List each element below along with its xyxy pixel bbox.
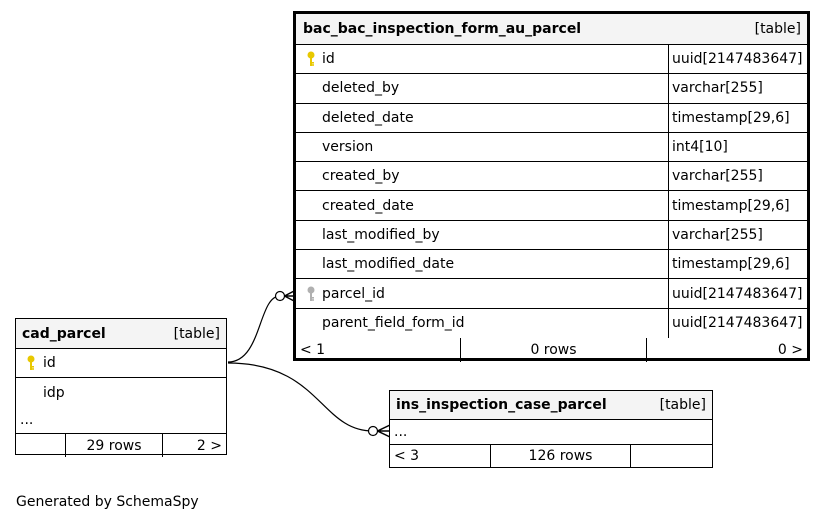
table-tag: [table] [659, 397, 706, 413]
primary-key-icon [307, 51, 315, 67]
column-type: uuid[2147483647] [668, 308, 807, 338]
more-columns-indicator: ... [20, 412, 34, 428]
footer-row-count: 0 rows [460, 337, 646, 362]
link-cad-to-ins-crowfoot [377, 424, 391, 438]
column-type: timestamp[29,6] [668, 250, 807, 279]
table-header: bac_bac_inspection_form_au_parcel [table… [296, 14, 807, 45]
column-cell: created_by [296, 162, 668, 190]
table-header: ins_inspection_case_parcel [table] [390, 391, 712, 420]
footer-row-count: 29 rows [65, 434, 162, 457]
table-ins-inspection-case-parcel[interactable]: ins_inspection_case_parcel [table] ... <… [389, 390, 713, 468]
column-name: parcel_id [322, 285, 385, 302]
table-name: cad_parcel [22, 325, 106, 342]
footer-right: 2 > [162, 434, 226, 457]
column-cell: deleted_date [296, 104, 668, 132]
column-type: varchar[255] [668, 220, 807, 250]
column-name: created_by [322, 168, 400, 185]
column-name: deleted_date [322, 109, 414, 126]
link-cad-to-focus [227, 295, 281, 363]
foreign-key-icon [307, 286, 315, 301]
column-row-last-modified-by[interactable]: last_modified_by varchar[255] [296, 220, 807, 251]
footer-left: < 1 [300, 341, 326, 358]
more-columns-indicator: ... [394, 424, 408, 440]
column-row-parcel-id[interactable]: parcel_id uuid[2147483647] [296, 279, 807, 309]
primary-key-icon [27, 355, 35, 370]
table-name: ins_inspection_case_parcel [396, 397, 607, 413]
column-cell: id [296, 45, 668, 73]
footer-left [16, 434, 65, 457]
column-cell: idp [16, 378, 226, 407]
footer-right: 0 > [646, 337, 807, 362]
link-cad-to-ins-zero-marker [367, 425, 379, 437]
column-row-idp[interactable]: idp [16, 378, 226, 407]
column-row-created-date[interactable]: created_date timestamp[29,6] [296, 191, 807, 221]
table-footer: < 3 126 rows [390, 445, 712, 467]
column-type: uuid[2147483647] [668, 279, 807, 308]
table-footer: 29 rows 2 > [16, 434, 226, 457]
table-cad-parcel[interactable]: cad_parcel [table] id idp ... 29 rows 2 > [15, 318, 227, 457]
column-type: int4[10] [668, 132, 807, 162]
column-name: last_modified_by [322, 226, 440, 243]
column-name: deleted_by [322, 80, 400, 97]
column-type: varchar[255] [668, 162, 807, 191]
column-row-id[interactable]: id [16, 349, 226, 378]
column-cell: deleted_by [296, 74, 668, 102]
column-type: timestamp[29,6] [668, 191, 807, 220]
footer-right [630, 445, 712, 467]
column-type: timestamp[29,6] [668, 103, 807, 132]
table-name: bac_bac_inspection_form_au_parcel [303, 21, 582, 37]
column-name: id [322, 51, 335, 68]
column-row-version[interactable]: version int4[10] [296, 132, 807, 163]
column-name: last_modified_date [322, 256, 455, 273]
column-type: uuid[2147483647] [668, 45, 807, 74]
more-columns-row: ... [16, 407, 226, 434]
column-name: version [322, 139, 374, 156]
column-name: id [43, 355, 56, 371]
footer-row-count: 126 rows [490, 445, 630, 467]
table-footer: < 1 0 rows 0 > [296, 337, 807, 362]
column-cell: last_modified_by [296, 221, 668, 249]
table-bac-bac-inspection-form-au-parcel[interactable]: bac_bac_inspection_form_au_parcel [table… [293, 11, 810, 362]
column-row-parent-field-form-id[interactable]: parent_field_form_id uuid[2147483647] [296, 308, 807, 338]
footer-left: < 3 [394, 448, 420, 464]
column-cell: id [16, 349, 226, 377]
column-name: parent_field_form_id [322, 315, 465, 332]
column-cell: created_date [296, 191, 668, 219]
column-name: created_date [322, 197, 414, 214]
column-row-last-modified-date[interactable]: last_modified_date timestamp[29,6] [296, 250, 807, 280]
link-cad-to-ins [227, 362, 374, 432]
column-cell: version [296, 133, 668, 161]
table-header: cad_parcel [table] [16, 319, 226, 349]
link-cad-to-focus-zero-marker [274, 290, 286, 302]
column-cell: parcel_id [296, 279, 668, 307]
column-type: varchar[255] [668, 74, 807, 103]
table-tag: [table] [754, 21, 801, 37]
column-row-id[interactable]: id uuid[2147483647] [296, 45, 807, 75]
column-row-deleted-by[interactable]: deleted_by varchar[255] [296, 74, 807, 104]
generated-by-caption: Generated by SchemaSpy [16, 494, 199, 510]
table-tag: [table] [173, 325, 220, 342]
column-cell: last_modified_date [296, 250, 668, 278]
column-row-created-by[interactable]: created_by varchar[255] [296, 162, 807, 192]
more-columns-row: ... [390, 420, 712, 445]
column-cell: parent_field_form_id [296, 309, 668, 338]
column-row-deleted-date[interactable]: deleted_date timestamp[29,6] [296, 103, 807, 133]
column-name: idp [43, 384, 65, 401]
